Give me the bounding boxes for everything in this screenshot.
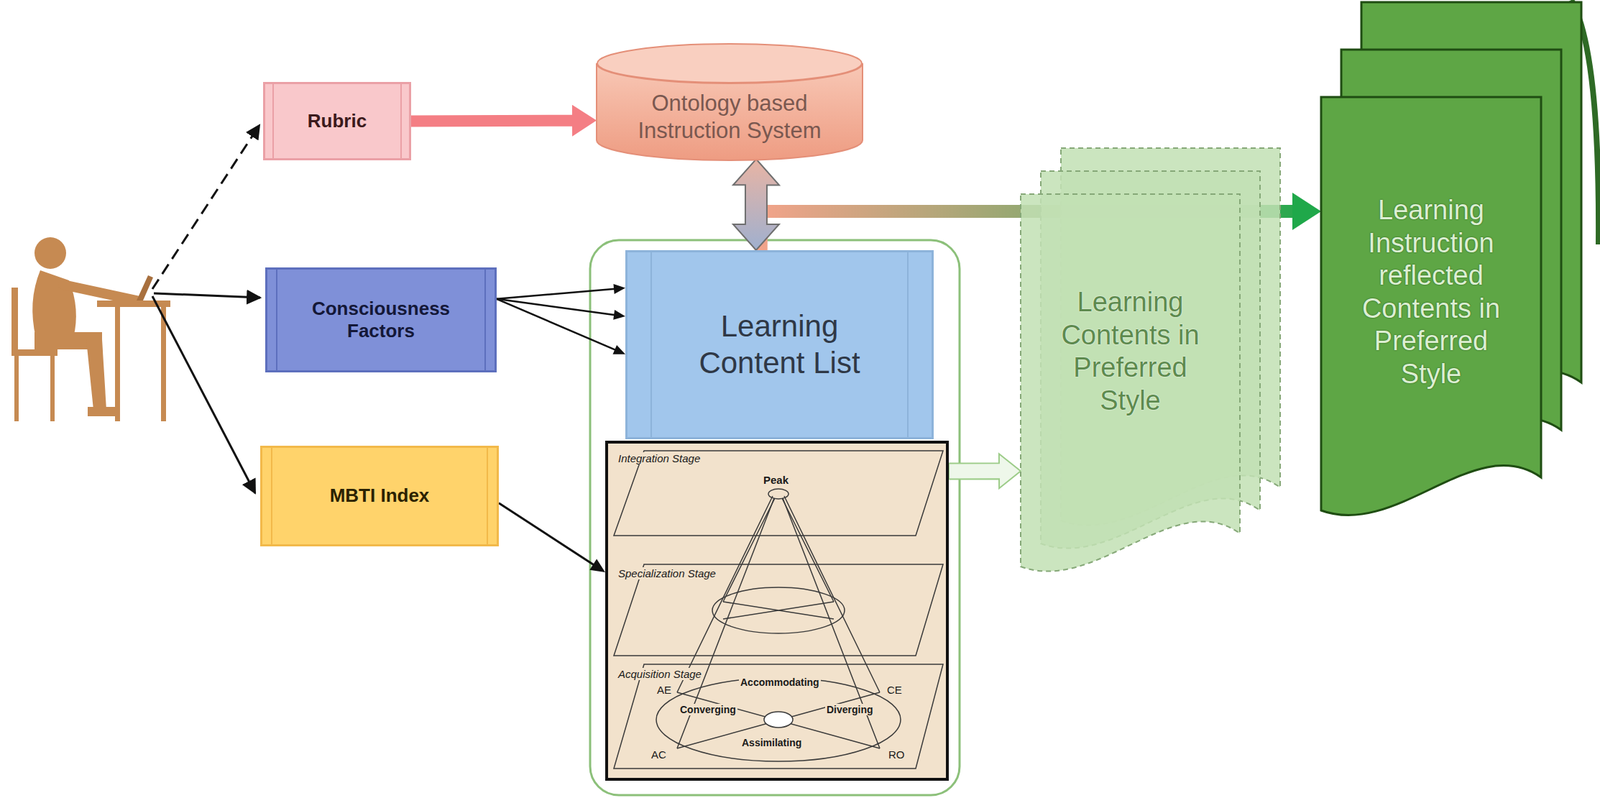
cross-lines [677,692,880,749]
person-foot [87,406,117,417]
process-box: Consciousness Factors [265,267,497,373]
node-label: CE [885,683,904,696]
document-sheet [1321,97,1542,516]
connector-arrow [496,283,626,300]
cylinder-top [597,43,862,83]
peak-lines [723,498,834,602]
node-label: Learning Contents in Preferred Style [1040,286,1221,417]
panel-ground [605,440,949,781]
person-leg [86,339,107,410]
peak-lines [677,495,880,749]
chair-leg [14,355,19,422]
node-label: Learning Instruction reflected Contents … [1341,194,1521,392]
person-arrow [153,293,261,298]
person-head [34,237,67,269]
arrow-head [589,559,606,573]
process-box: Learning Content List [625,250,934,440]
box-fill [266,268,496,372]
node-label: Converging [678,703,738,716]
person-arrow [152,296,256,494]
center-ellipse [764,711,793,728]
box-band [271,447,488,545]
laptop [136,275,154,301]
arrow-head [613,345,626,355]
box-band [273,83,402,159]
connector-line [498,503,595,565]
kolb-model [605,440,949,781]
chair-seat [11,349,58,356]
model-panel: Integration StagePeakSpecialization Stag… [605,440,949,781]
connector-arrow [411,104,597,137]
process-box: Rubric [263,81,412,161]
node-label: Ontology based Instruction System [614,89,845,144]
connector-arrow [496,299,626,320]
box-fill [626,251,933,439]
node-label: Peak [761,473,790,486]
box-band [276,268,486,371]
document-stack: Learning Contents in Preferred Style [1020,194,1240,577]
stage-ellipse [712,587,845,634]
process-box: MBTI Index [260,445,499,547]
connector-line [496,299,616,351]
box-fill [261,447,499,546]
node-label: Acquisition Stage [616,667,703,680]
node-label: Consciousness Factors [287,297,475,343]
document-stack: Learning Instruction reflected Contents … [1321,97,1542,521]
stage-ellipse [656,677,901,762]
stage-plane [613,664,944,769]
desk-leg [115,306,121,422]
connector-line [496,288,616,300]
box-band [651,251,908,438]
desk-top [97,300,171,307]
box-fill [264,83,411,160]
arrow-head [613,309,626,320]
chair-leg [50,355,55,422]
person-arm [63,284,137,301]
node-label: AC [649,748,668,761]
node-label: RO [886,748,907,761]
document-sheet [1020,194,1240,572]
group-outline [590,240,960,795]
block-arrow [411,104,597,137]
arrow-head [613,283,626,294]
node-label: Accommodating [738,676,821,688]
node-label: AE [655,683,673,696]
node-label: Integration Stage [616,452,702,465]
person-torso [32,270,77,338]
cross-lines [723,601,834,619]
node-label: Assimilating [740,736,803,749]
process-box-outline [625,250,934,440]
desk-leg [161,306,167,422]
node-label: MBTI Index [329,484,430,507]
database-cylinder: Ontology based Instruction System [596,43,863,161]
connector-arrow [496,299,626,355]
block-arrow [733,158,780,251]
stage-plane [613,450,944,536]
block-arrow [948,453,1021,489]
peak-ellipse [768,488,789,499]
chair-back [11,287,18,356]
dashed-arrow [152,125,260,289]
node-label: Diverging [825,703,875,716]
node-label: Learning Content List [664,308,895,381]
stage-plane [613,564,944,656]
connector-arrow [948,453,1021,489]
node-label: Rubric [307,109,367,133]
node-label: Specialization Stage [616,567,718,580]
arrow-head [1292,192,1322,231]
connector-arrow [733,158,780,251]
connector-arrow [498,503,606,573]
person-figure [11,237,171,422]
